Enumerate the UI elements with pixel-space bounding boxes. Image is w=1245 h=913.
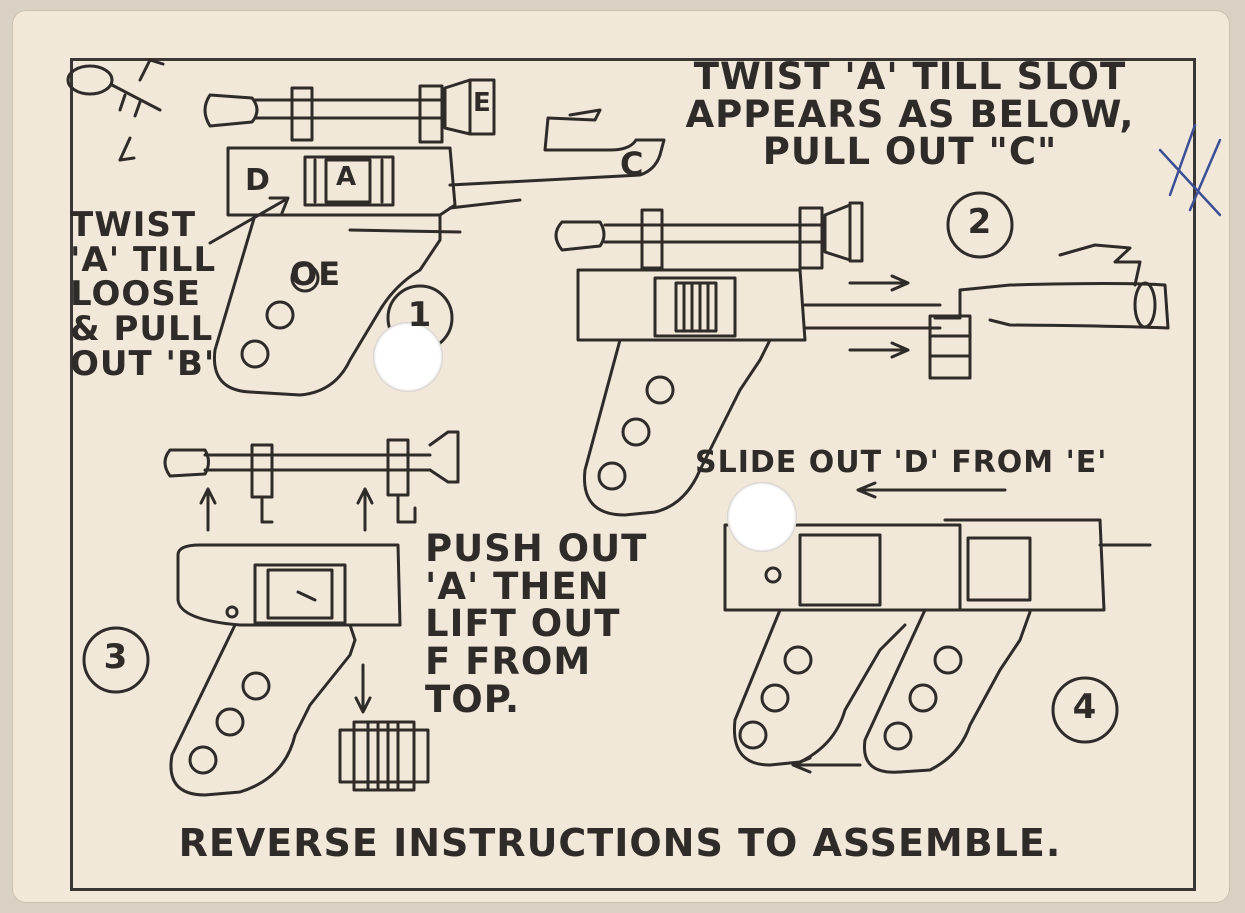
step1-instruction: TWIST 'A' TILL LOOSE & PULL OUT 'B' bbox=[70, 205, 217, 384]
step-number-1: 1 bbox=[407, 295, 433, 335]
step2-pistol bbox=[556, 203, 940, 515]
step-number-2: 2 bbox=[967, 202, 993, 242]
step4-pistols bbox=[725, 520, 1150, 772]
step-number-4: 4 bbox=[1072, 687, 1098, 727]
step4-instruction: SLIDE OUT 'D' FROM 'E' bbox=[695, 445, 1108, 480]
footer-instruction: REVERSE INSTRUCTIONS TO ASSEMBLE. bbox=[178, 821, 1062, 865]
part-label-d: D bbox=[245, 163, 271, 198]
part-f-cylinder-icon bbox=[340, 722, 428, 790]
arrow-pull-c-icon bbox=[850, 276, 908, 357]
part-label-a: A bbox=[336, 162, 358, 192]
card-border bbox=[70, 58, 1196, 891]
part-c-icon bbox=[930, 245, 1168, 378]
part-label-c: C bbox=[620, 145, 645, 183]
punch-hole bbox=[727, 482, 797, 552]
pen-mark bbox=[1160, 125, 1220, 215]
step1-pistol bbox=[68, 60, 664, 395]
step3-pistol bbox=[165, 432, 458, 795]
arrows-lift-icon bbox=[201, 489, 372, 712]
part-label-oe: OE bbox=[290, 255, 342, 293]
punch-hole bbox=[373, 322, 443, 392]
step-number-4-circle bbox=[1053, 678, 1117, 742]
arrow-twist-a-icon bbox=[210, 198, 288, 243]
step-number-3-circle bbox=[84, 628, 148, 692]
step-number-3: 3 bbox=[103, 637, 129, 677]
part-label-e: E bbox=[473, 88, 492, 118]
step3-instruction: PUSH OUT 'A' THEN LIFT OUT F FROM TOP. bbox=[425, 527, 648, 721]
part-b-key-icon bbox=[68, 60, 163, 160]
arrow-slide-d-icon bbox=[793, 483, 1005, 772]
step-number-2-circle bbox=[948, 193, 1012, 257]
step2-instruction: TWIST 'A' TILL SLOT APPEARS AS BELOW, PU… bbox=[685, 55, 1135, 174]
